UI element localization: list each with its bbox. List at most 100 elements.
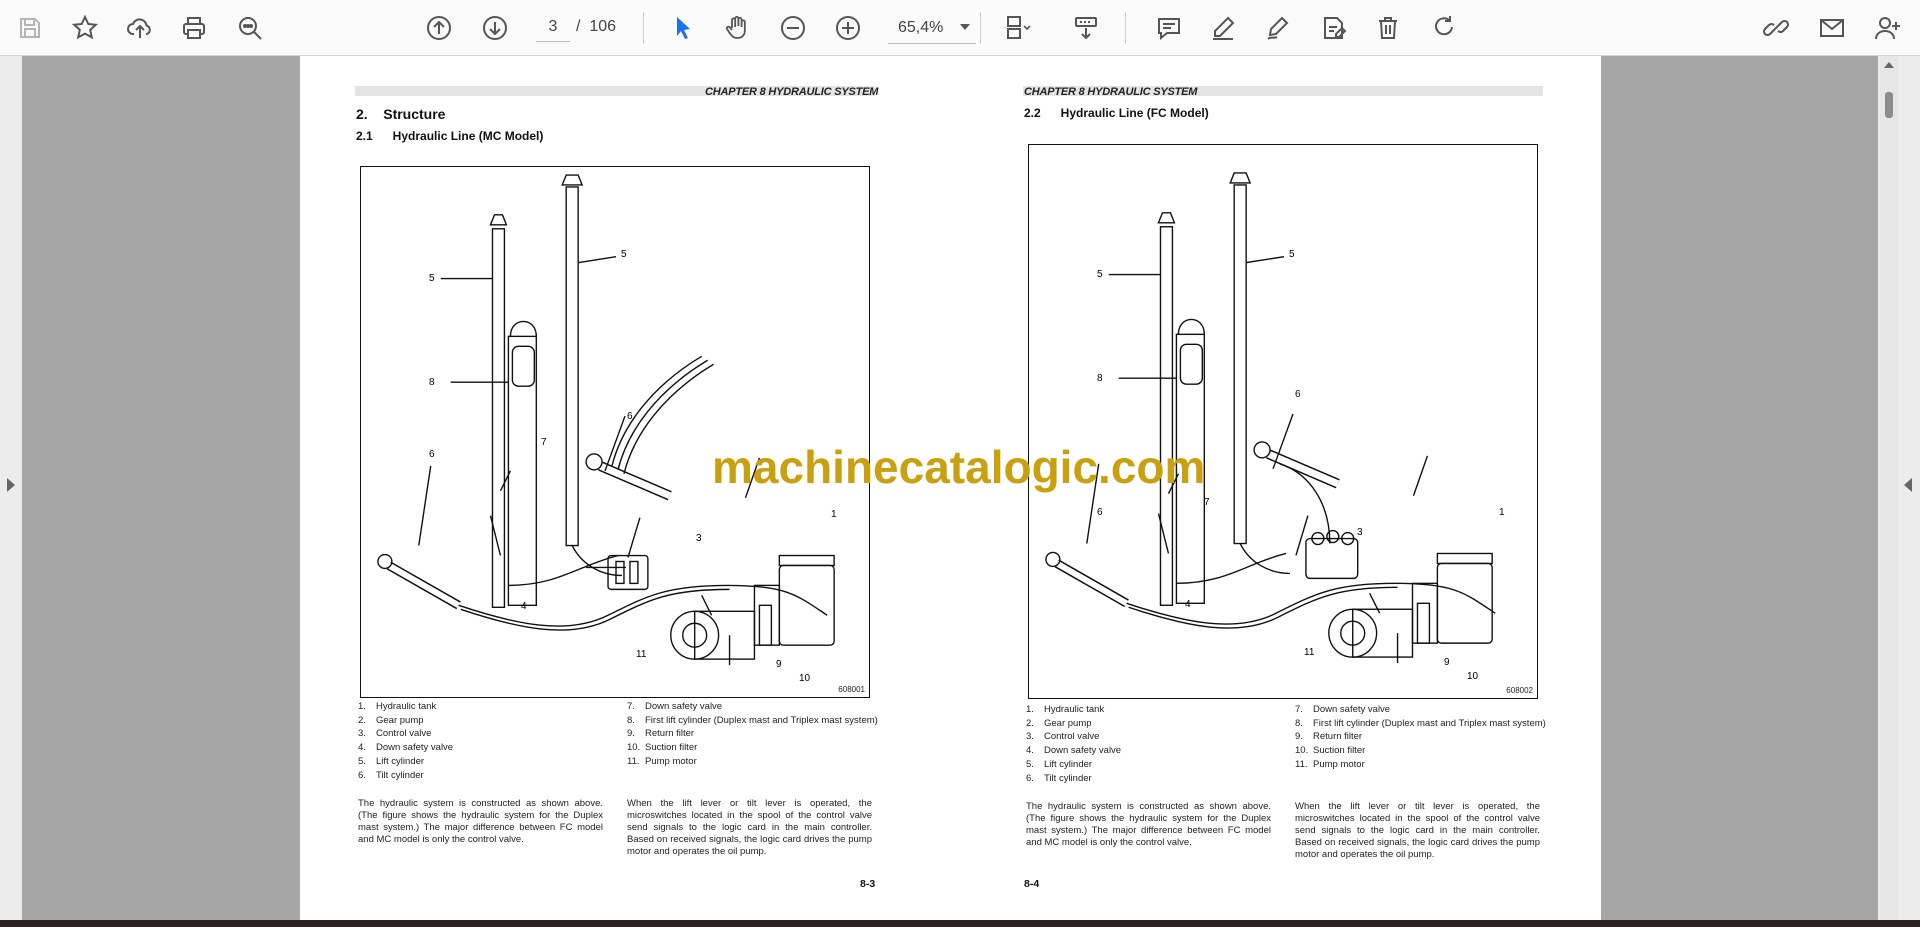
- body-paragraph: The hydraulic system is constructed as s…: [358, 798, 603, 845]
- callout-label: 6: [429, 449, 435, 460]
- legend-item: 4.Down safety valve: [358, 742, 454, 754]
- save-icon[interactable]: [12, 10, 48, 46]
- comment-icon[interactable]: [1151, 10, 1187, 46]
- figure-code: 608001: [838, 685, 865, 694]
- body-paragraph: When the lift lever or tilt lever is ope…: [627, 798, 872, 857]
- scroll-thumb[interactable]: [1885, 92, 1893, 118]
- legend-item: 10.Suction filter: [627, 742, 698, 754]
- callout-label: 5: [1097, 269, 1103, 280]
- hydraulic-diagram-mc: 5 5 8 6 7 6 3 1 4 11 9 10 608001: [360, 166, 870, 698]
- body-paragraph: The hydraulic system is constructed as s…: [1026, 801, 1271, 848]
- vertical-scrollbar[interactable]: [1880, 56, 1898, 920]
- callout-label: 5: [621, 249, 627, 260]
- callout-label: 6: [1295, 389, 1301, 400]
- expand-right-panel-icon[interactable]: [1904, 478, 1912, 492]
- hydraulic-diagram-fc: 5 5 6 8 7 6 3 1 4 11 9 10 608002: [1028, 144, 1538, 699]
- callout-label: 1: [831, 509, 837, 520]
- page-down-icon[interactable]: [477, 10, 513, 46]
- subsection-title: 2.2 Hydraulic Line (FC Model): [1024, 106, 1209, 120]
- redo-icon[interactable]: [1426, 10, 1462, 46]
- callout-label: 7: [541, 437, 547, 448]
- toolbar-divider: [643, 12, 644, 44]
- scroll-mode-icon[interactable]: [1068, 10, 1104, 46]
- select-cursor-icon[interactable]: [665, 10, 701, 46]
- legend-item: 5.Lift cylinder: [1026, 758, 1093, 770]
- zoom-value: 65,4%: [898, 19, 944, 36]
- pdf-page-8-4: CHAPTER 8 HYDRAULIC SYSTEM 2.2 Hydraulic…: [949, 56, 1601, 920]
- legend-item: 11.Pump motor: [627, 755, 697, 767]
- callout-label: 6: [627, 411, 633, 422]
- page-number: 8-4: [1024, 878, 1040, 890]
- chapter-header: CHAPTER 8 HYDRAULIC SYSTEM: [1024, 86, 1198, 98]
- scroll-up-icon[interactable]: [1884, 62, 1894, 68]
- legend-left: 1.Hydraulic tank 2.Gear pump 3.Control v…: [1026, 703, 1286, 785]
- legend-item: 9.Return filter: [1295, 731, 1363, 743]
- legend-item: 4.Down safety valve: [1026, 745, 1122, 757]
- chapter-header-bar: [1023, 86, 1543, 96]
- zoom-dropdown[interactable]: 65,4%: [888, 12, 976, 44]
- callout-label: 9: [1444, 657, 1450, 668]
- zoom-out-icon[interactable]: [775, 10, 811, 46]
- legend-right: 7.Down safety valve 8.First lift cylinde…: [1295, 703, 1595, 772]
- mail-icon[interactable]: [1814, 10, 1850, 46]
- callout-label: 10: [799, 673, 811, 684]
- page-separator: /: [576, 18, 581, 35]
- toolbar-divider: [1125, 12, 1126, 44]
- callout-label: 4: [1185, 599, 1191, 610]
- legend-item: 1.Hydraulic tank: [358, 701, 437, 712]
- body-paragraph: When the lift lever or tilt lever is ope…: [1295, 801, 1540, 860]
- pdf-page-8-3: CHAPTER 8 HYDRAULIC SYSTEM 2. Structure …: [300, 56, 952, 920]
- taskbar-edge: [0, 920, 1920, 927]
- legend-item: 1.Hydraulic tank: [1026, 704, 1105, 715]
- callout-label: 7: [1204, 497, 1210, 508]
- share-link-icon[interactable]: [1758, 10, 1794, 46]
- page-up-icon[interactable]: [421, 10, 457, 46]
- draw-icon[interactable]: [1260, 10, 1296, 46]
- figure-code: 608002: [1506, 686, 1533, 695]
- legend-item: 5.Lift cylinder: [358, 755, 425, 767]
- legend-item: 3.Control valve: [358, 728, 432, 740]
- legend-item: 3.Control valve: [1026, 731, 1100, 743]
- document-viewer[interactable]: CHAPTER 8 HYDRAULIC SYSTEM 2. Structure …: [0, 56, 1920, 920]
- callout-label: 5: [429, 273, 435, 284]
- legend-item: 8.First lift cylinder (Duplex mast and T…: [627, 714, 878, 726]
- callout-label: 10: [1467, 671, 1479, 682]
- page-number: 8-3: [860, 878, 876, 890]
- expand-left-panel-icon[interactable]: [7, 478, 15, 492]
- legend-right: 7.Down safety valve 8.First lift cylinde…: [627, 700, 947, 769]
- hand-pan-icon[interactable]: [719, 10, 755, 46]
- toolbar: / 106 65,4%: [0, 0, 1920, 56]
- legend-item: 2.Gear pump: [358, 714, 424, 726]
- callout-label: 11: [1304, 647, 1315, 658]
- legend-left: 1.Hydraulic tank 2.Gear pump 3.Control v…: [358, 700, 618, 782]
- legend-item: 8.First lift cylinder (Duplex mast and T…: [1295, 717, 1546, 729]
- delete-icon[interactable]: [1370, 10, 1406, 46]
- callout-label: 3: [1357, 527, 1363, 538]
- legend-item: 7.Down safety valve: [1295, 704, 1391, 715]
- print-icon[interactable]: [176, 10, 212, 46]
- callout-label: 8: [429, 377, 435, 388]
- page-total: 106: [589, 18, 617, 35]
- zoom-search-icon[interactable]: [232, 10, 268, 46]
- zoom-in-icon[interactable]: [830, 10, 866, 46]
- page-count: / 106: [576, 18, 616, 36]
- callout-label: 6: [1097, 507, 1103, 518]
- edit-text-icon[interactable]: [1316, 10, 1352, 46]
- watermark-text: machinecatalogic.com: [712, 441, 1206, 493]
- callout-label: 8: [1097, 373, 1103, 384]
- callout-label: 4: [521, 601, 527, 612]
- callout-label: 11: [636, 649, 647, 660]
- callout-label: 1: [1499, 507, 1505, 518]
- upload-cloud-icon[interactable]: [122, 10, 158, 46]
- page-layout-icon[interactable]: [1000, 10, 1036, 46]
- page-number-input[interactable]: [536, 12, 570, 42]
- section-title: 2. Structure: [356, 106, 446, 122]
- bookmark-star-icon[interactable]: [67, 10, 103, 46]
- callout-label: 9: [776, 659, 782, 670]
- toolbar-divider: [980, 12, 981, 44]
- add-user-icon[interactable]: [1870, 10, 1906, 46]
- legend-item: 10.Suction filter: [1295, 745, 1366, 757]
- legend-item: 9.Return filter: [627, 728, 695, 740]
- callout-label: 3: [696, 533, 702, 544]
- highlight-pen-icon[interactable]: [1205, 10, 1241, 46]
